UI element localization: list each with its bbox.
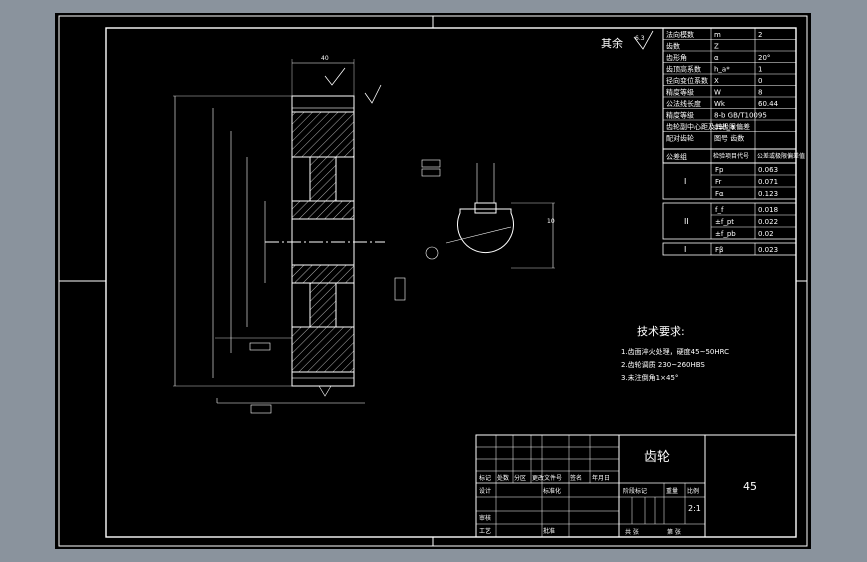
tech-requirement-item: 2.齿轮调质 230~260HBS (621, 360, 705, 369)
rim-top-hatch (291, 111, 355, 158)
drawing-sheet: 40 10 其余 6.3 法向模数 m 2 齿数 Z 齿形角 α 20° 齿顶高系数 h_a* 1 径… (55, 13, 811, 549)
tb-label-sheet-no: 第 张 (667, 528, 681, 536)
param-name: 精度等级 (666, 88, 694, 97)
rim-bottom-hatch (291, 326, 355, 373)
tol-group-id: I (684, 177, 686, 186)
scale-value: 2:1 (688, 504, 701, 513)
param-name: 精度等级 (666, 111, 694, 120)
tech-requirement-item: 1.齿面淬火处理，硬度45~50HRC (621, 347, 729, 356)
hub-bottom-hatch (291, 264, 355, 284)
param-symbol: α (714, 54, 719, 62)
tb-label-zone: 分区 (514, 474, 526, 482)
keyway (474, 202, 497, 214)
cad-drawing: 40 10 其余 6.3 法向模数 m 2 齿数 Z 齿形角 α 20° 齿顶高系数 h_a* 1 径… (58, 15, 808, 547)
tol-code: Fr (715, 178, 722, 186)
param-symbol: Z (714, 43, 719, 51)
param-name: 齿形角 (666, 53, 687, 62)
tol-value: 0.123 (758, 190, 778, 198)
tb-label-design: 设计 (479, 487, 491, 495)
datum-box (394, 277, 406, 301)
tol-value: 0.023 (758, 246, 778, 254)
param-name: 径向变位系数 (666, 76, 708, 85)
tb-label-scale: 比例 (687, 487, 699, 495)
param-name: 齿轮副中心距及其极限偏差 (666, 122, 750, 131)
tol-code: ±f_pb (715, 230, 736, 238)
param-name: 配对齿轮 (666, 134, 694, 143)
tol-value: 0.071 (758, 178, 778, 186)
param-name: 齿数 (666, 42, 680, 51)
roughness-value: 6.3 (635, 35, 645, 42)
tol-code: Fβ (715, 246, 724, 254)
param-symbol: Wk (714, 100, 726, 108)
tol-value: 0.02 (758, 230, 774, 238)
tol-code: f_f (715, 206, 724, 214)
title-block-text: 齿轮 45 标记 处数 分区 更改文件号 签名 年月日 设计 标准化 审核 工艺… (479, 450, 757, 536)
param-value: 1 (758, 66, 762, 74)
tol-header-group: 公差组 (666, 152, 687, 161)
roughness-icon (633, 30, 654, 50)
tol-value: 0.022 (758, 218, 778, 226)
param-symbol: 图号 齿数 (714, 134, 744, 143)
tol-group-id: I (684, 245, 686, 254)
tol-group-id: II (684, 217, 689, 226)
web-top-hatch (309, 156, 337, 202)
tol-header-item: 检验项目代号 (713, 152, 749, 160)
tb-label-mark: 标记 (479, 474, 491, 482)
parameter-table: 法向模数 m 2 齿数 Z 齿形角 α 20° 齿顶高系数 h_a* 1 径向变位系数 X 0 精度等级 W 8… (662, 27, 805, 256)
gear-section-view: 40 (173, 55, 406, 414)
param-value: 0 (758, 77, 762, 85)
title-block (475, 434, 797, 538)
tol-header-value: 公差或极限偏差值 (757, 152, 805, 160)
param-value: 60.44 (758, 100, 779, 108)
tb-label-process: 工艺 (479, 527, 491, 535)
tb-label-sheet-total: 共 张 (625, 528, 639, 536)
tb-label-change-doc: 更改文件号 (532, 474, 562, 482)
material: 45 (743, 480, 757, 493)
param-symbol: 8-b GB/T10095 (714, 112, 767, 120)
param-symbol: m (714, 31, 721, 39)
outer-frame (58, 15, 808, 547)
param-value: 8 (758, 89, 762, 97)
tb-label-stage-mark: 阶段标记 (623, 487, 647, 495)
tb-label-standardize: 标准化 (543, 487, 561, 495)
bore-keyway-view: 10 (421, 159, 555, 269)
param-symbol: W (714, 89, 721, 97)
param-value: 20° (758, 54, 770, 62)
param-name: 齿顶高系数 (666, 65, 701, 74)
param-value: 2 (758, 31, 762, 39)
web-bottom-hatch (309, 282, 337, 328)
tb-label-approve: 批准 (543, 527, 555, 535)
tb-label-date: 年月日 (592, 474, 610, 482)
tech-requirement-item: 3.未注倒角1×45° (621, 373, 678, 382)
roughness-symbol (364, 84, 382, 104)
param-symbol: a±f_a (714, 123, 734, 131)
param-symbol: h_a* (714, 66, 730, 74)
tb-label-check: 审核 (479, 514, 491, 522)
hub-top-hatch (291, 200, 355, 220)
tol-code: ±f_pt (715, 218, 734, 226)
param-symbol: X (714, 77, 719, 85)
tol-value: 0.018 (758, 206, 778, 214)
tol-code: Fp (715, 166, 724, 174)
width-dimension: 40 (321, 55, 329, 62)
tb-label-count: 处数 (497, 474, 509, 482)
roughness-symbol (324, 67, 346, 86)
tech-requirements: 技术要求: 1.齿面淬火处理，硬度45~50HRC 2.齿轮调质 230~260… (621, 325, 729, 382)
tol-value: 0.063 (758, 166, 778, 174)
part-name: 齿轮 (644, 450, 670, 465)
tb-label-weight: 重量 (666, 487, 678, 495)
bore-circle (457, 208, 514, 254)
param-name: 法向模数 (666, 30, 694, 39)
tb-label-sign: 签名 (570, 474, 582, 482)
tol-code: Fα (715, 190, 724, 198)
param-name: 公法线长度 (666, 99, 701, 108)
inner-frame (105, 27, 797, 538)
tech-requirements-title: 技术要求: (637, 325, 685, 338)
key-width-dim: 10 (547, 218, 555, 225)
surface-finish-label: 其余 (601, 36, 623, 50)
